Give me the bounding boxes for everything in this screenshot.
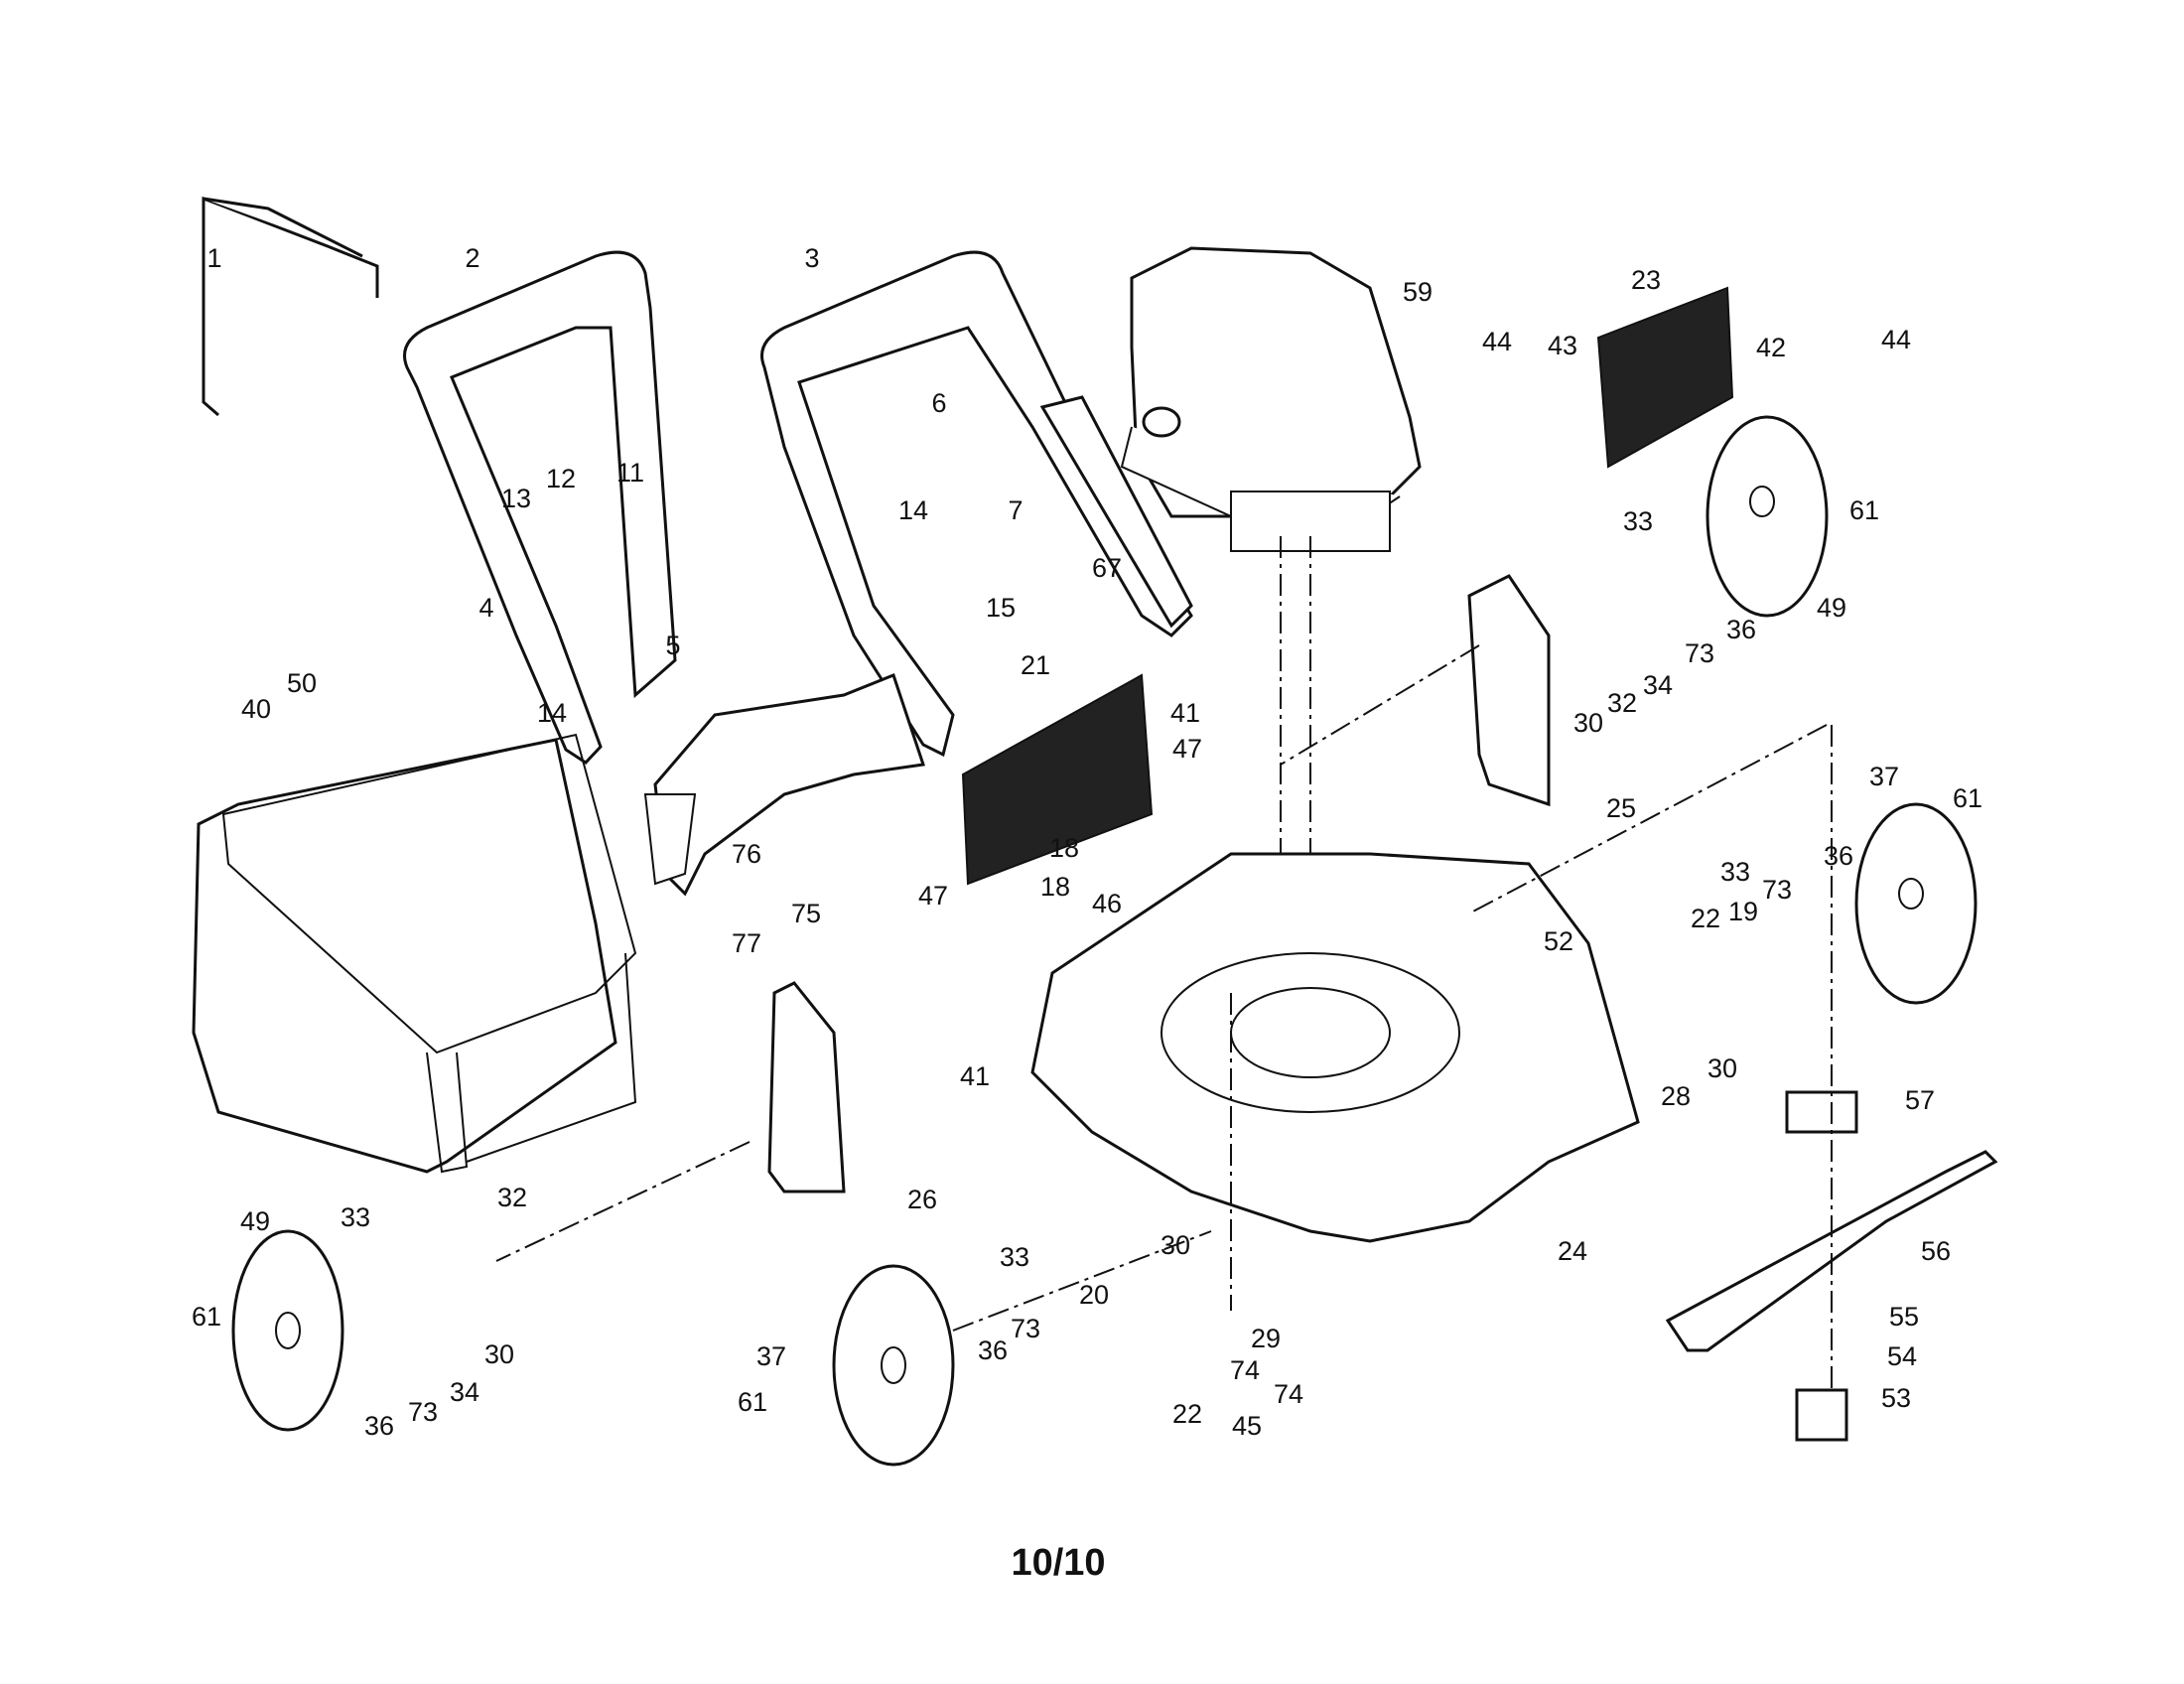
callout-32-a: 32: [1607, 688, 1637, 718]
callout-40: 40: [241, 694, 271, 724]
upper-handle-drawing: [403, 250, 677, 765]
callout-47-a: 47: [1172, 734, 1202, 764]
callout-61-a: 61: [1849, 495, 1879, 525]
callout-41-b: 41: [960, 1061, 990, 1091]
callout-76: 76: [732, 839, 761, 869]
callout-77: 77: [732, 928, 761, 958]
callout-15: 15: [986, 593, 1016, 623]
page-number: 10/10: [1011, 1542, 1105, 1584]
callout-49-b: 49: [240, 1206, 270, 1236]
callout-57: 57: [1905, 1085, 1935, 1115]
callout-22-b: 22: [1172, 1399, 1202, 1429]
callout-14-a: 14: [898, 495, 928, 525]
control-bail-drawing: [202, 196, 379, 417]
callout-32-b: 32: [497, 1183, 527, 1212]
callout-56: 56: [1921, 1236, 1951, 1266]
callout-30-d: 30: [484, 1339, 514, 1369]
callout-18-b: 18: [1040, 872, 1070, 902]
callout-22-a: 22: [1691, 904, 1720, 933]
callout-41-a: 41: [1170, 698, 1200, 728]
callout-labels: 1 2 3 4 5 6 7 11 12 13 14 14 15 18 18 19…: [192, 243, 1982, 1441]
callout-30-a: 30: [1573, 708, 1603, 738]
callout-29: 29: [1251, 1324, 1281, 1353]
callout-61-c: 61: [738, 1387, 767, 1417]
callout-5: 5: [665, 631, 680, 660]
callout-13: 13: [501, 484, 531, 513]
callout-26: 26: [907, 1185, 937, 1214]
callout-4: 4: [478, 593, 493, 623]
callout-49-a: 49: [1817, 593, 1846, 623]
callout-47-b: 47: [918, 881, 948, 911]
callout-2: 2: [465, 243, 479, 273]
callout-67: 67: [1092, 553, 1122, 583]
callout-37-a: 37: [1869, 762, 1899, 791]
callout-34-b: 34: [450, 1377, 479, 1407]
callout-33-b: 33: [1720, 857, 1750, 887]
callout-20: 20: [1079, 1280, 1109, 1310]
callout-30-b: 30: [1707, 1053, 1737, 1083]
callout-61-b: 61: [1953, 783, 1982, 813]
callout-75: 75: [791, 899, 821, 928]
rear-shield-drawing: [961, 673, 1154, 886]
callout-53: 53: [1881, 1383, 1911, 1413]
callout-30-c: 30: [1160, 1230, 1190, 1260]
rear-flap-drawing: [1596, 286, 1734, 469]
grass-bag-drawing: [192, 733, 637, 1174]
callout-73-d: 73: [408, 1397, 438, 1427]
callout-33-c: 33: [1000, 1242, 1029, 1272]
callout-52: 52: [1544, 926, 1573, 956]
callout-46: 46: [1092, 889, 1122, 918]
callout-43: 43: [1548, 331, 1577, 360]
callout-21: 21: [1021, 650, 1050, 680]
callout-74-b: 74: [1274, 1379, 1303, 1409]
blade-drawing: [1665, 1090, 1998, 1442]
callout-3: 3: [804, 243, 819, 273]
assembly-lines: [495, 644, 1833, 1390]
callout-36-c: 36: [978, 1335, 1008, 1365]
callout-44-b: 44: [1881, 325, 1911, 354]
callout-14-b: 14: [537, 698, 567, 728]
callout-59: 59: [1403, 277, 1433, 307]
callout-23: 23: [1631, 265, 1661, 295]
callout-12: 12: [546, 464, 576, 493]
callout-74-a: 74: [1230, 1355, 1260, 1385]
callout-73-a: 73: [1685, 638, 1714, 668]
callout-37-b: 37: [756, 1341, 786, 1371]
callout-73-c: 73: [1011, 1314, 1040, 1343]
callout-36-b: 36: [1824, 841, 1853, 871]
callout-55: 55: [1889, 1302, 1919, 1332]
callout-18-a: 18: [1049, 833, 1079, 863]
callout-73-b: 73: [1762, 875, 1792, 905]
callout-36-a: 36: [1726, 615, 1756, 644]
callout-19: 19: [1728, 897, 1758, 926]
mower-deck-drawing: [1030, 852, 1640, 1243]
callout-44-a: 44: [1482, 327, 1512, 356]
callout-45: 45: [1232, 1411, 1262, 1441]
callout-7: 7: [1008, 495, 1023, 525]
callout-54: 54: [1887, 1341, 1917, 1371]
callout-25: 25: [1606, 793, 1636, 823]
callout-6: 6: [931, 388, 946, 418]
engine-drawing: [1120, 246, 1422, 1072]
callout-11: 11: [616, 458, 644, 488]
callout-33-a: 33: [1623, 506, 1653, 536]
callout-1: 1: [206, 243, 221, 273]
callout-24: 24: [1558, 1236, 1587, 1266]
callout-28: 28: [1661, 1081, 1691, 1111]
callout-36-d: 36: [364, 1411, 394, 1441]
wheel-drawings: [231, 415, 1978, 1467]
callout-50: 50: [287, 668, 317, 698]
callout-34-a: 34: [1643, 670, 1673, 700]
callout-33-d: 33: [341, 1202, 370, 1232]
lower-handle-drawing: [760, 250, 1193, 758]
height-adjuster-drawings: [767, 574, 1551, 1193]
rear-discharge-chute-drawing: [643, 673, 925, 897]
callout-42: 42: [1756, 333, 1786, 362]
callout-61-d: 61: [192, 1302, 221, 1332]
